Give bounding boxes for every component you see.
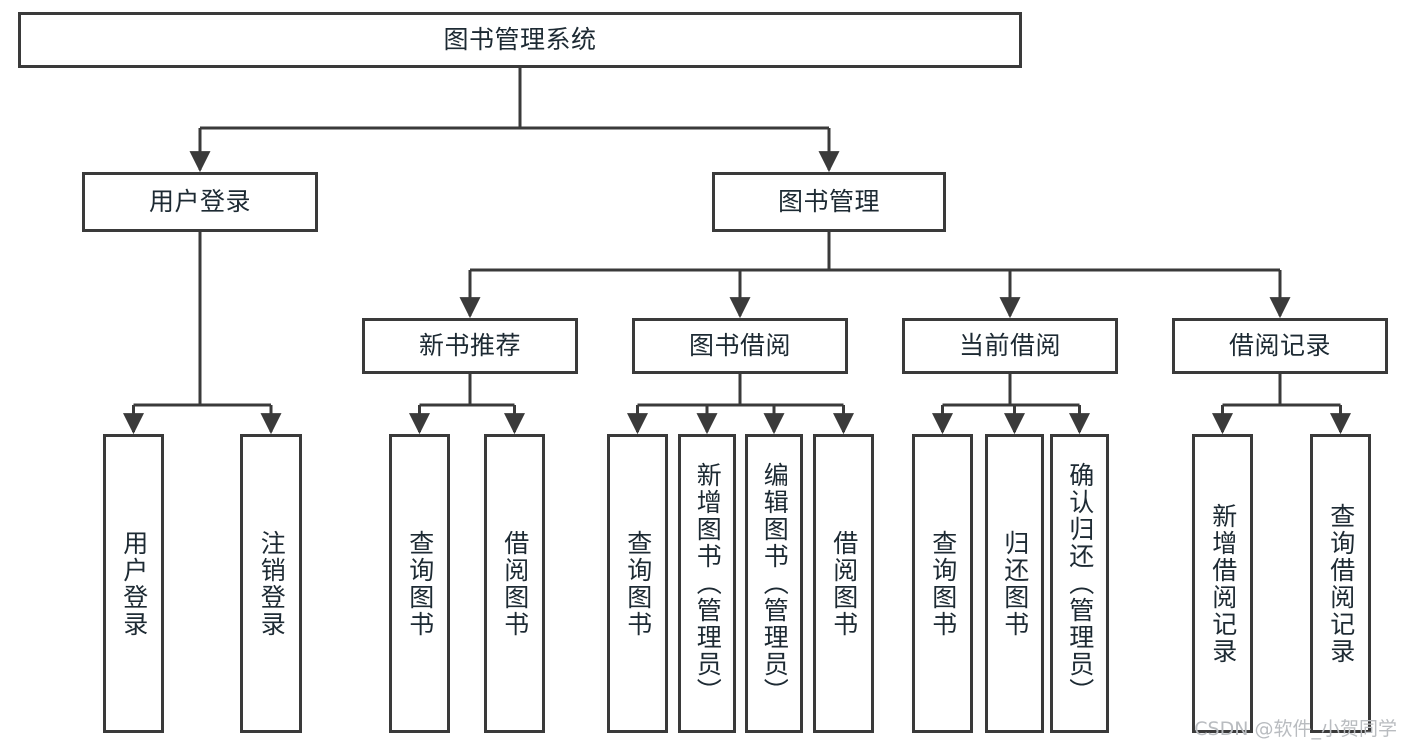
node-root[interactable]: 图书管理系统: [18, 12, 1022, 68]
node-user-login[interactable]: 用户登录: [82, 172, 318, 232]
node-new-book-recommend[interactable]: 新书推荐: [362, 318, 578, 374]
node-user-login-label: 用户登录: [148, 187, 251, 217]
watermark: CSDN @软件_小贺同学: [1194, 718, 1397, 740]
node-current-borrow[interactable]: 当前借阅: [902, 318, 1118, 374]
node-leaf-add-record[interactable]: 新增借阅记录: [1192, 434, 1253, 733]
node-leaf-add-book-label: 新增图书（管理员）: [693, 462, 723, 705]
node-book-borrow-label: 图书借阅: [688, 331, 791, 361]
node-leaf-query-book-2[interactable]: 查询图书: [607, 434, 668, 733]
node-leaf-return-book[interactable]: 归还图书: [985, 434, 1044, 733]
node-leaf-edit-book[interactable]: 编辑图书（管理员）: [745, 434, 803, 733]
node-borrow-record[interactable]: 借阅记录: [1172, 318, 1388, 374]
node-leaf-add-book[interactable]: 新增图书（管理员）: [678, 434, 736, 733]
node-leaf-return-book-label: 归还图书: [1000, 529, 1030, 638]
node-book-manage[interactable]: 图书管理: [712, 172, 946, 232]
node-leaf-query-book-1[interactable]: 查询图书: [389, 434, 450, 733]
node-book-manage-label: 图书管理: [777, 187, 880, 217]
node-leaf-logout[interactable]: 注销登录: [240, 434, 302, 733]
node-leaf-user-login-label: 用户登录: [119, 529, 149, 638]
node-leaf-logout-label: 注销登录: [257, 529, 287, 638]
node-leaf-confirm-return-label: 确认归还（管理员）: [1065, 462, 1095, 705]
node-leaf-borrow-book-1[interactable]: 借阅图书: [484, 434, 545, 733]
node-leaf-query-book-1-label: 查询图书: [405, 529, 435, 638]
node-leaf-confirm-return[interactable]: 确认归还（管理员）: [1050, 434, 1109, 733]
node-current-borrow-label: 当前借阅: [958, 331, 1061, 361]
node-leaf-borrow-book-2-label: 借阅图书: [829, 529, 859, 638]
node-leaf-query-book-3[interactable]: 查询图书: [912, 434, 973, 733]
node-leaf-add-record-label: 新增借阅记录: [1208, 502, 1238, 665]
node-leaf-query-record-label: 查询借阅记录: [1326, 502, 1356, 665]
node-leaf-query-book-3-label: 查询图书: [928, 529, 958, 638]
node-leaf-user-login[interactable]: 用户登录: [103, 434, 164, 733]
node-leaf-edit-book-label: 编辑图书（管理员）: [760, 462, 790, 705]
node-new-book-recommend-label: 新书推荐: [418, 331, 521, 361]
node-borrow-record-label: 借阅记录: [1228, 331, 1331, 361]
node-root-label: 图书管理系统: [443, 25, 597, 55]
node-leaf-borrow-book-1-label: 借阅图书: [500, 529, 530, 638]
node-book-borrow[interactable]: 图书借阅: [632, 318, 848, 374]
node-leaf-query-book-2-label: 查询图书: [623, 529, 653, 638]
node-leaf-query-record[interactable]: 查询借阅记录: [1310, 434, 1371, 733]
node-leaf-borrow-book-2[interactable]: 借阅图书: [813, 434, 874, 733]
